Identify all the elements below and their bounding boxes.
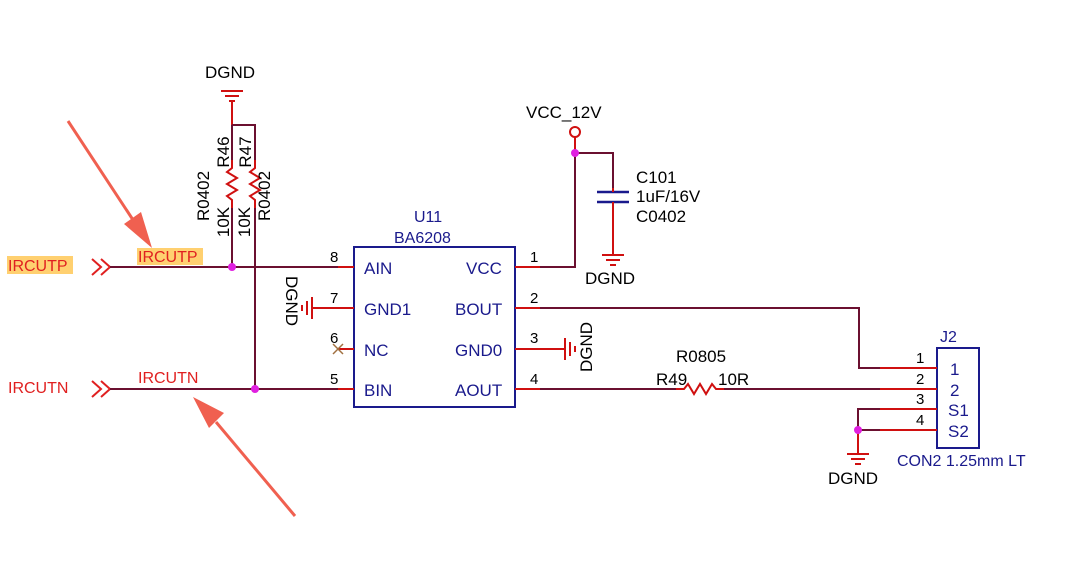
j2-pin2-num: 2 <box>916 371 924 388</box>
r47-package: R0402 <box>255 171 274 221</box>
r49-value: 10R <box>718 370 749 389</box>
j2-pin2-name: 2 <box>950 381 959 400</box>
junction-ircutn <box>251 385 259 393</box>
ic-pin5-name: BIN <box>364 381 392 400</box>
ic-pin2-name: BOUT <box>455 300 502 319</box>
j2-ref: J2 <box>940 329 957 346</box>
resistor-r49 <box>676 382 724 396</box>
annotation-arrow-top <box>66 120 152 248</box>
r47-value: 10K <box>235 206 254 237</box>
ic-pin6-name: NC <box>364 341 389 360</box>
ground-symbol-gnd1 <box>301 296 313 320</box>
ic-pin4-num: 4 <box>530 371 538 388</box>
nc-cross <box>332 343 344 355</box>
r46-package: R0402 <box>194 171 213 221</box>
junction-j2-shield <box>854 426 862 434</box>
annotation-arrow-bottom <box>193 397 297 517</box>
ground-symbol-j2 <box>846 453 870 465</box>
ircutp-port-arrow <box>91 258 112 276</box>
r46-value: 10K <box>214 206 233 237</box>
ic-pin1-num: 1 <box>530 249 538 266</box>
ground-symbol-c101 <box>601 254 625 266</box>
ircutp-port-highlight <box>7 256 73 274</box>
ic-pin3-name: GND0 <box>455 341 502 360</box>
ic-pin4-name: AOUT <box>455 381 502 400</box>
ic-pin5-num: 5 <box>330 371 338 388</box>
power-label: VCC_12V <box>526 103 602 122</box>
j2-pin1-num: 1 <box>916 350 924 367</box>
wire-bout-to-j2 <box>540 307 880 369</box>
c101-value: 1uF/16V <box>636 187 701 206</box>
wire-vcc <box>540 152 614 268</box>
ground-label-top: DGND <box>205 63 255 82</box>
j2-pin1-name: 1 <box>950 360 959 379</box>
wire-gnd-to-r47 <box>232 124 256 160</box>
r49-ref: R49 <box>656 370 687 389</box>
ic-ref: U11 <box>414 209 442 226</box>
ic-pin1-name: VCC <box>466 259 502 278</box>
j2-body <box>936 347 980 449</box>
r49-package: R0805 <box>676 347 726 366</box>
ircutp-net-highlight <box>137 248 203 265</box>
ic-u11-body <box>353 246 516 408</box>
ground-label-j2: DGND <box>828 469 878 488</box>
ground-label-gnd0: DGND <box>577 322 596 372</box>
j2-description: CON2 1.25mm LT <box>897 453 1026 470</box>
j2-pin4-name: S2 <box>948 422 969 441</box>
ic-pin7-name: GND1 <box>364 300 411 319</box>
j2-pin4-num: 4 <box>916 412 924 429</box>
ground-label-c101: DGND <box>585 269 635 288</box>
ircutp-port-label: IRCUTP <box>8 258 68 275</box>
c101-ref: C101 <box>636 168 677 187</box>
wire-j2-shield <box>857 408 880 431</box>
j2-pin3-num: 3 <box>916 391 924 408</box>
ic-pin2-num: 2 <box>530 290 538 307</box>
power-symbol-vcc <box>569 126 581 138</box>
ircutn-net-label: IRCUTN <box>138 370 198 387</box>
ic-pin3-num: 3 <box>530 330 538 347</box>
ic-pin8-num: 8 <box>330 249 338 266</box>
junction-vcc <box>571 149 579 157</box>
r46-ref: R46 <box>214 136 233 167</box>
ground-symbol-top <box>221 90 243 125</box>
ic-pin8-name: AIN <box>364 259 392 278</box>
ircutn-port-arrow <box>91 380 112 398</box>
ic-part: BA6208 <box>394 230 451 247</box>
resistor-r47 <box>248 160 262 208</box>
ground-symbol-gnd0 <box>564 337 576 361</box>
ircutn-port-label: IRCUTN <box>8 380 68 397</box>
r47-ref: R47 <box>236 136 255 167</box>
ground-label-gnd1: DGND <box>282 276 301 326</box>
ircutp-net-label: IRCUTP <box>138 249 198 266</box>
ic-pin6-num: 6 <box>330 330 338 347</box>
c101-package: C0402 <box>636 207 686 226</box>
junction-ircutp <box>228 263 236 271</box>
j2-pin3-name: S1 <box>948 401 969 420</box>
capacitor-c101 <box>597 188 629 255</box>
resistor-r46 <box>225 160 239 208</box>
ic-pin7-num: 7 <box>330 290 338 307</box>
